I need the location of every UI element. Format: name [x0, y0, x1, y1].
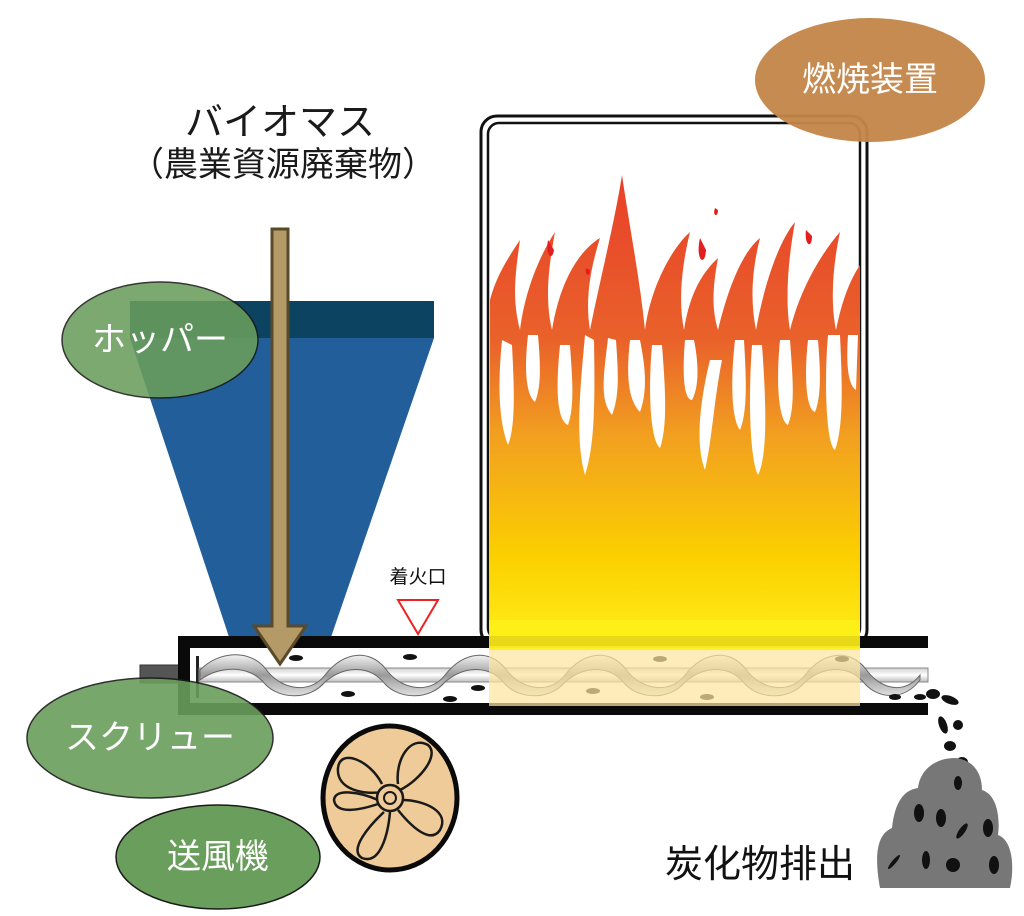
- screw-label: スクリュー: [65, 718, 235, 758]
- burner-chamber: [479, 114, 869, 650]
- blower-label-bubble: [115, 804, 321, 910]
- char-discharge-label: 炭化物排出: [664, 842, 855, 886]
- char-pile: [877, 758, 1013, 888]
- biomass-title: バイオマス: [184, 100, 375, 144]
- burner-label: 燃焼装置: [802, 60, 938, 100]
- hopper-label: ホッパー: [92, 320, 228, 360]
- blower-fan-icon: [320, 723, 460, 873]
- biomass-feed-arrow: [251, 227, 309, 667]
- ignition-port-marker-icon: [396, 599, 440, 636]
- burner-label-bubble: [755, 18, 985, 142]
- blower-label: 送風機: [167, 837, 269, 877]
- ignition-port-label: 着火口: [389, 566, 447, 588]
- biomass-subtitle: （農業資源廃棄物）: [130, 145, 436, 185]
- screw-conveyor: [139, 620, 929, 715]
- hopper-label-bubble: [61, 281, 259, 399]
- screw-label-bubble: [26, 677, 274, 799]
- flames: [490, 175, 860, 650]
